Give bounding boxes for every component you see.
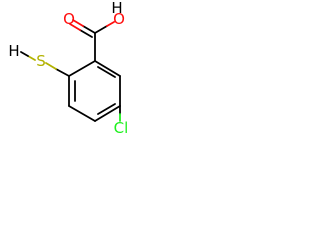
sulfur-hydrogen-bond-sulfur bbox=[27, 55, 36, 61]
ring-to-sulfur-bond-carbon bbox=[55, 68, 70, 77]
carbonyl-bond-1-carbon bbox=[82, 25, 96, 34]
ring-bond-2-3 bbox=[94, 60, 121, 77]
sulfur-hydrogen-bond-hydrogen bbox=[20, 51, 29, 57]
carbonyl-bond-2-carbon bbox=[79, 29, 93, 38]
thiol-sulfur-label: S bbox=[36, 52, 46, 70]
ring-bond-1-2 bbox=[68, 60, 96, 77]
ring-bond-4-5 bbox=[94, 105, 121, 122]
hydroxyl-bond-carbon bbox=[94, 25, 108, 34]
molecule-structure: H O O H S Cl bbox=[8, 0, 129, 137]
carbonyl-bond-2-oxygen bbox=[69, 23, 81, 31]
carbonyl-bond-1-oxygen bbox=[72, 19, 84, 27]
hydroxyl-oxygen-label: O bbox=[113, 10, 125, 28]
thiol-group bbox=[20, 51, 70, 77]
ring-double-bond-a bbox=[97, 66, 116, 78]
thiol-hydrogen-label: H bbox=[8, 42, 19, 60]
hydroxyl-bond-oxygen bbox=[106, 21, 115, 27]
carbonyl-oxygen-label: O bbox=[63, 10, 75, 28]
ring-double-bond-b bbox=[97, 103, 116, 115]
ring-to-sulfur-bond-sulfur bbox=[45, 62, 57, 70]
benzene-ring bbox=[68, 60, 121, 122]
ring-bond-5-6 bbox=[68, 105, 96, 122]
hydroxyl-hydrogen-label: H bbox=[111, 0, 122, 17]
carboxyl-group bbox=[69, 19, 115, 62]
chlorine-label: Cl bbox=[114, 119, 129, 137]
